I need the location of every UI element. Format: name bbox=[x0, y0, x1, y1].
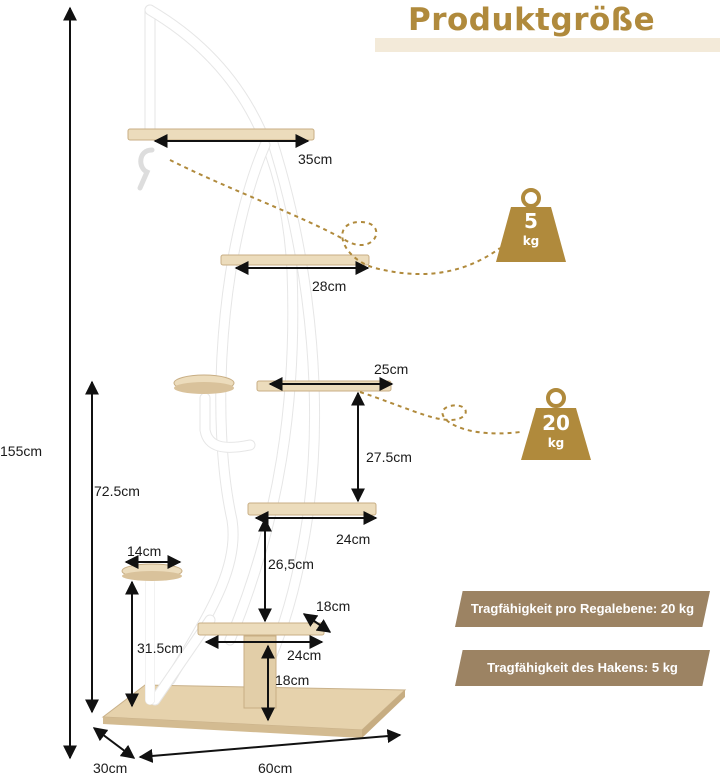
title-underline bbox=[375, 38, 720, 52]
base-depth-label: 30cm bbox=[93, 760, 128, 776]
page-title: Produktgröße bbox=[408, 2, 656, 38]
hook bbox=[137, 147, 155, 191]
base-width-label: 60cm bbox=[258, 760, 293, 776]
support-post bbox=[243, 635, 277, 709]
shelf-3-width-label: 25cm bbox=[374, 361, 409, 377]
capacity-per-shelf-banner: Tragfähigkeit pro Regalebene: 20 kg bbox=[455, 591, 710, 627]
weight-20kg-icon bbox=[521, 388, 591, 460]
shelf-4-width-label: 24cm bbox=[336, 531, 371, 547]
side-tray-width-label: 14cm bbox=[127, 543, 162, 559]
total-height-label: 155cm bbox=[0, 443, 43, 459]
bottom-gap-label: 18cm bbox=[275, 672, 310, 688]
capacity-hook-banner: Tragfähigkeit des Hakens: 5 kg bbox=[455, 650, 710, 686]
gap-3-4-label: 27.5cm bbox=[366, 449, 412, 465]
frame bbox=[144, 4, 321, 706]
shelf-1-width-label: 35cm bbox=[298, 151, 333, 167]
shelf-5-depth-label: 18cm bbox=[316, 598, 351, 614]
weight-5kg-icon bbox=[496, 188, 566, 262]
shelf-weight-unit: kg bbox=[547, 436, 565, 450]
shelf-weight-value: 20 bbox=[542, 411, 570, 435]
side-tray-height-label: 31.5cm bbox=[137, 640, 183, 656]
shelf-2-width-label: 28cm bbox=[312, 278, 347, 294]
hook-weight-value: 5 bbox=[524, 209, 538, 233]
weight-leaders bbox=[169, 159, 521, 435]
lower-height-label: 72.5cm bbox=[94, 483, 140, 499]
shelf-5-width-label: 24cm bbox=[287, 647, 322, 663]
gap-4-5-label: 26,5cm bbox=[268, 556, 314, 572]
hook-weight-unit: kg bbox=[522, 234, 540, 248]
dimension-lines bbox=[63, 6, 402, 763]
